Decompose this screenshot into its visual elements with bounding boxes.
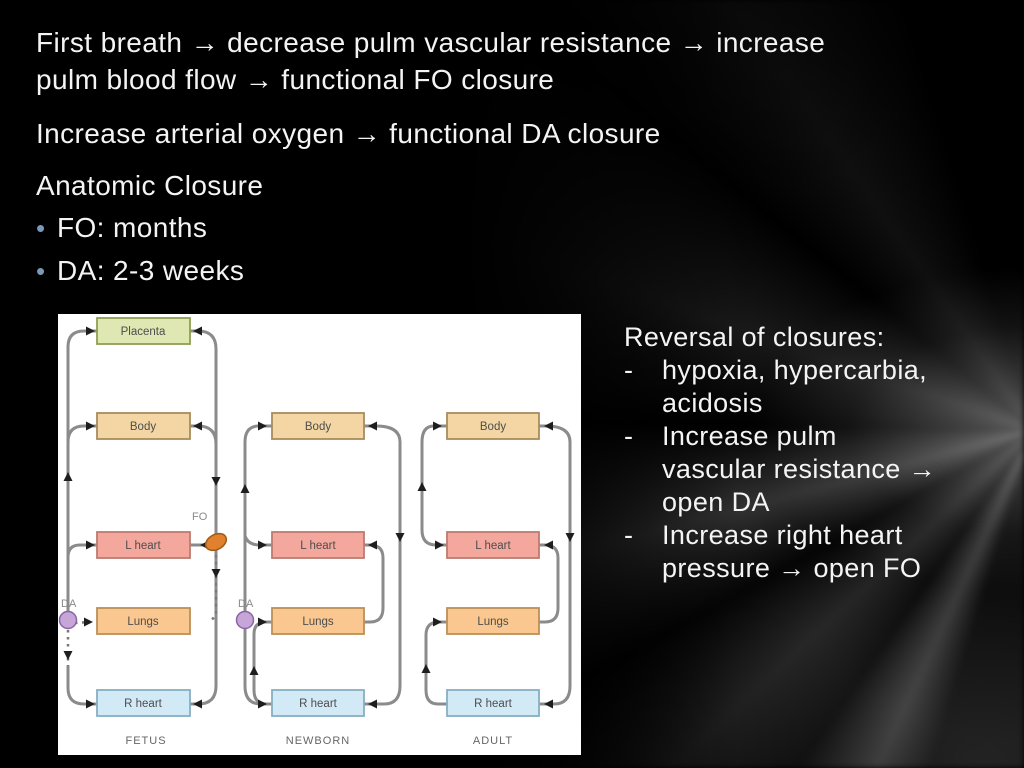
l-heart-box-adult [446, 531, 540, 559]
body-box-fetus [96, 412, 191, 440]
lungs-label-adult: Lungs [477, 616, 509, 628]
r-heart-label-newborn: R heart [299, 698, 338, 710]
da-shunt-marker-newborn [235, 610, 255, 630]
l-heart-box-fetus [96, 531, 191, 559]
reversal-item: - hypoxia, hypercarbia, acidosis [624, 354, 980, 420]
secondary-paragraph: Increase arterial oxygen → functional DA… [36, 118, 661, 149]
flow-arrows [63, 326, 575, 709]
bullet-label: DA: 2-3 weeks [57, 255, 245, 286]
lungs-box-adult [446, 607, 540, 635]
da-label-newborn: DA [238, 598, 254, 610]
lungs-label-fetus: Lungs [127, 616, 159, 628]
reversal-item-text: hypoxia, hypercarbia, acidosis [662, 355, 928, 418]
bullet-marker: • [36, 256, 46, 286]
anatomic-closure-heading: Anatomic Closure [36, 170, 264, 201]
lungs-label-newborn: Lungs [302, 616, 334, 628]
body-box-newborn [271, 412, 365, 440]
dash-marker: - [624, 355, 633, 385]
lungs-box-newborn [271, 607, 365, 635]
caption-adult: ADULT [473, 735, 513, 747]
l-heart-label-adult: L heart [475, 540, 511, 552]
reversal-heading: Reversal of closures: [624, 322, 885, 352]
body-box-adult [446, 412, 540, 440]
body-label-fetus: Body [130, 421, 156, 433]
column-captions: FETUS NEWBORN ADULT [125, 735, 513, 747]
reversal-item-text: Increase pulm vascular resistance → open… [662, 421, 936, 517]
fetus-column [96, 317, 191, 717]
lead-paragraph: First breath → decrease pulm vascular re… [36, 27, 826, 95]
da-shunt-marker-fetus [58, 610, 78, 630]
r-heart-label-fetus: R heart [124, 698, 163, 710]
caption-fetus: FETUS [125, 735, 166, 747]
circulation-figure: Placenta Body L heart Lungs R heart Body… [58, 314, 581, 755]
l-heart-label-newborn: L heart [300, 540, 336, 552]
anatomic-bullet-list: • FO: months • DA: 2-3 weeks [36, 208, 244, 294]
fo-shunt-marker [204, 532, 228, 552]
newborn-column [271, 412, 365, 717]
box-labels: Placenta Body L heart Lungs R heart Body… [121, 326, 513, 710]
shunt-dashed-lines [66, 555, 218, 666]
body-label-newborn: Body [305, 421, 331, 433]
bullet-label: FO: months [57, 212, 208, 243]
bullet-item-fo: • FO: months [36, 208, 244, 251]
placenta-label: Placenta [121, 326, 166, 338]
bullet-item-da: • DA: 2-3 weeks [36, 251, 244, 294]
l-heart-box-newborn [271, 531, 365, 559]
dash-marker: - [624, 421, 633, 451]
reversal-item: - Increase pulm vascular resistance → op… [624, 420, 980, 519]
r-heart-label-adult: R heart [474, 698, 513, 710]
circulation-diagram: Placenta Body L heart Lungs R heart Body… [58, 317, 575, 747]
r-heart-box-adult [446, 689, 540, 717]
caption-newborn: NEWBORN [286, 735, 350, 747]
lungs-box-fetus [96, 607, 191, 635]
bullet-marker: • [36, 213, 46, 243]
r-heart-box-fetus [96, 689, 191, 717]
reversal-block: Reversal of closures: - hypoxia, hyperca… [624, 320, 980, 585]
placenta-box [96, 317, 191, 345]
da-label-fetus: DA [61, 598, 77, 610]
r-heart-box-newborn [271, 689, 365, 717]
flow-lines [66, 329, 572, 706]
body-label-adult: Body [480, 421, 506, 433]
reversal-item: - Increase right heart pressure → open F… [624, 519, 980, 585]
fo-label: FO [192, 511, 208, 523]
l-heart-label-fetus: L heart [125, 540, 161, 552]
dash-marker: - [624, 520, 633, 550]
adult-column [446, 412, 540, 717]
reversal-item-text: Increase right heart pressure → open FO [662, 520, 922, 583]
